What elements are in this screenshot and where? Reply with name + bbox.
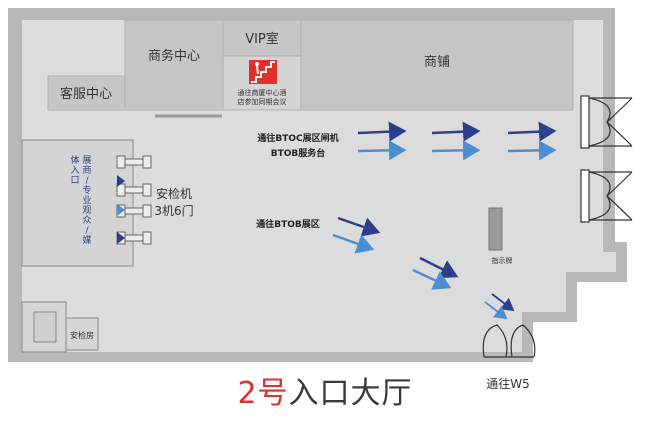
entrance-zone	[21, 139, 134, 267]
exit-door-icon	[482, 324, 536, 358]
stair-icon	[249, 60, 277, 84]
btoc-route-arrows	[357, 121, 557, 161]
door-icon	[580, 95, 633, 223]
entrance-label-char: 入	[70, 165, 79, 176]
security-room-label: 安检房	[70, 330, 94, 340]
customer-service-label: 客服中心	[60, 86, 112, 102]
security-line2: 3机6门	[154, 203, 193, 218]
entrance-label-char: /	[85, 176, 89, 186]
title-rest: 入口大厅	[288, 376, 413, 411]
customer-service-room	[47, 75, 126, 111]
exit-w5-label: 通往W5	[486, 376, 530, 391]
title-number: 2号	[237, 376, 289, 411]
sign-label: 指示牌	[492, 256, 513, 265]
btoc-route-line1: 通往BTOC展区闸机	[257, 132, 338, 144]
btob-route-label: 通往BTOB展区	[256, 218, 320, 230]
shops-room	[300, 19, 574, 111]
entrance-label-char: 观	[82, 205, 91, 216]
entrance-label-char: 商	[82, 164, 91, 176]
entrance-arrow-icon	[117, 175, 125, 244]
entrance-label-char: 业	[82, 195, 91, 206]
business-center-room	[124, 19, 224, 111]
vip-room	[222, 19, 302, 57]
btob-route-arrows	[332, 216, 515, 320]
entrance-label-char: 体	[70, 154, 79, 166]
shops-label: 商铺	[424, 55, 450, 70]
page-title: 2号入口大厅	[0, 368, 650, 412]
stair-note-line1: 通往商厦中心酒	[238, 88, 287, 97]
entrance-label-char: 展	[82, 155, 91, 166]
stair-note-line2: 店参加同期会议	[238, 97, 287, 106]
entrance-label-char: 口	[70, 176, 79, 186]
btoc-route-line2: BTOB服务台	[271, 147, 326, 159]
business-center-label: 商务中心	[148, 48, 200, 64]
vip-room-label: VIP室	[245, 31, 279, 47]
sign-icon	[488, 207, 503, 251]
security-line1: 安检机	[156, 186, 192, 201]
entrance-label-char: 媒	[82, 235, 91, 246]
entrance-label-char: 众	[82, 215, 91, 226]
security-room-inner	[33, 311, 57, 343]
entrance-label-char: /	[85, 226, 89, 236]
entrance-label-char: 专	[82, 184, 91, 196]
security-room-side	[65, 317, 99, 351]
